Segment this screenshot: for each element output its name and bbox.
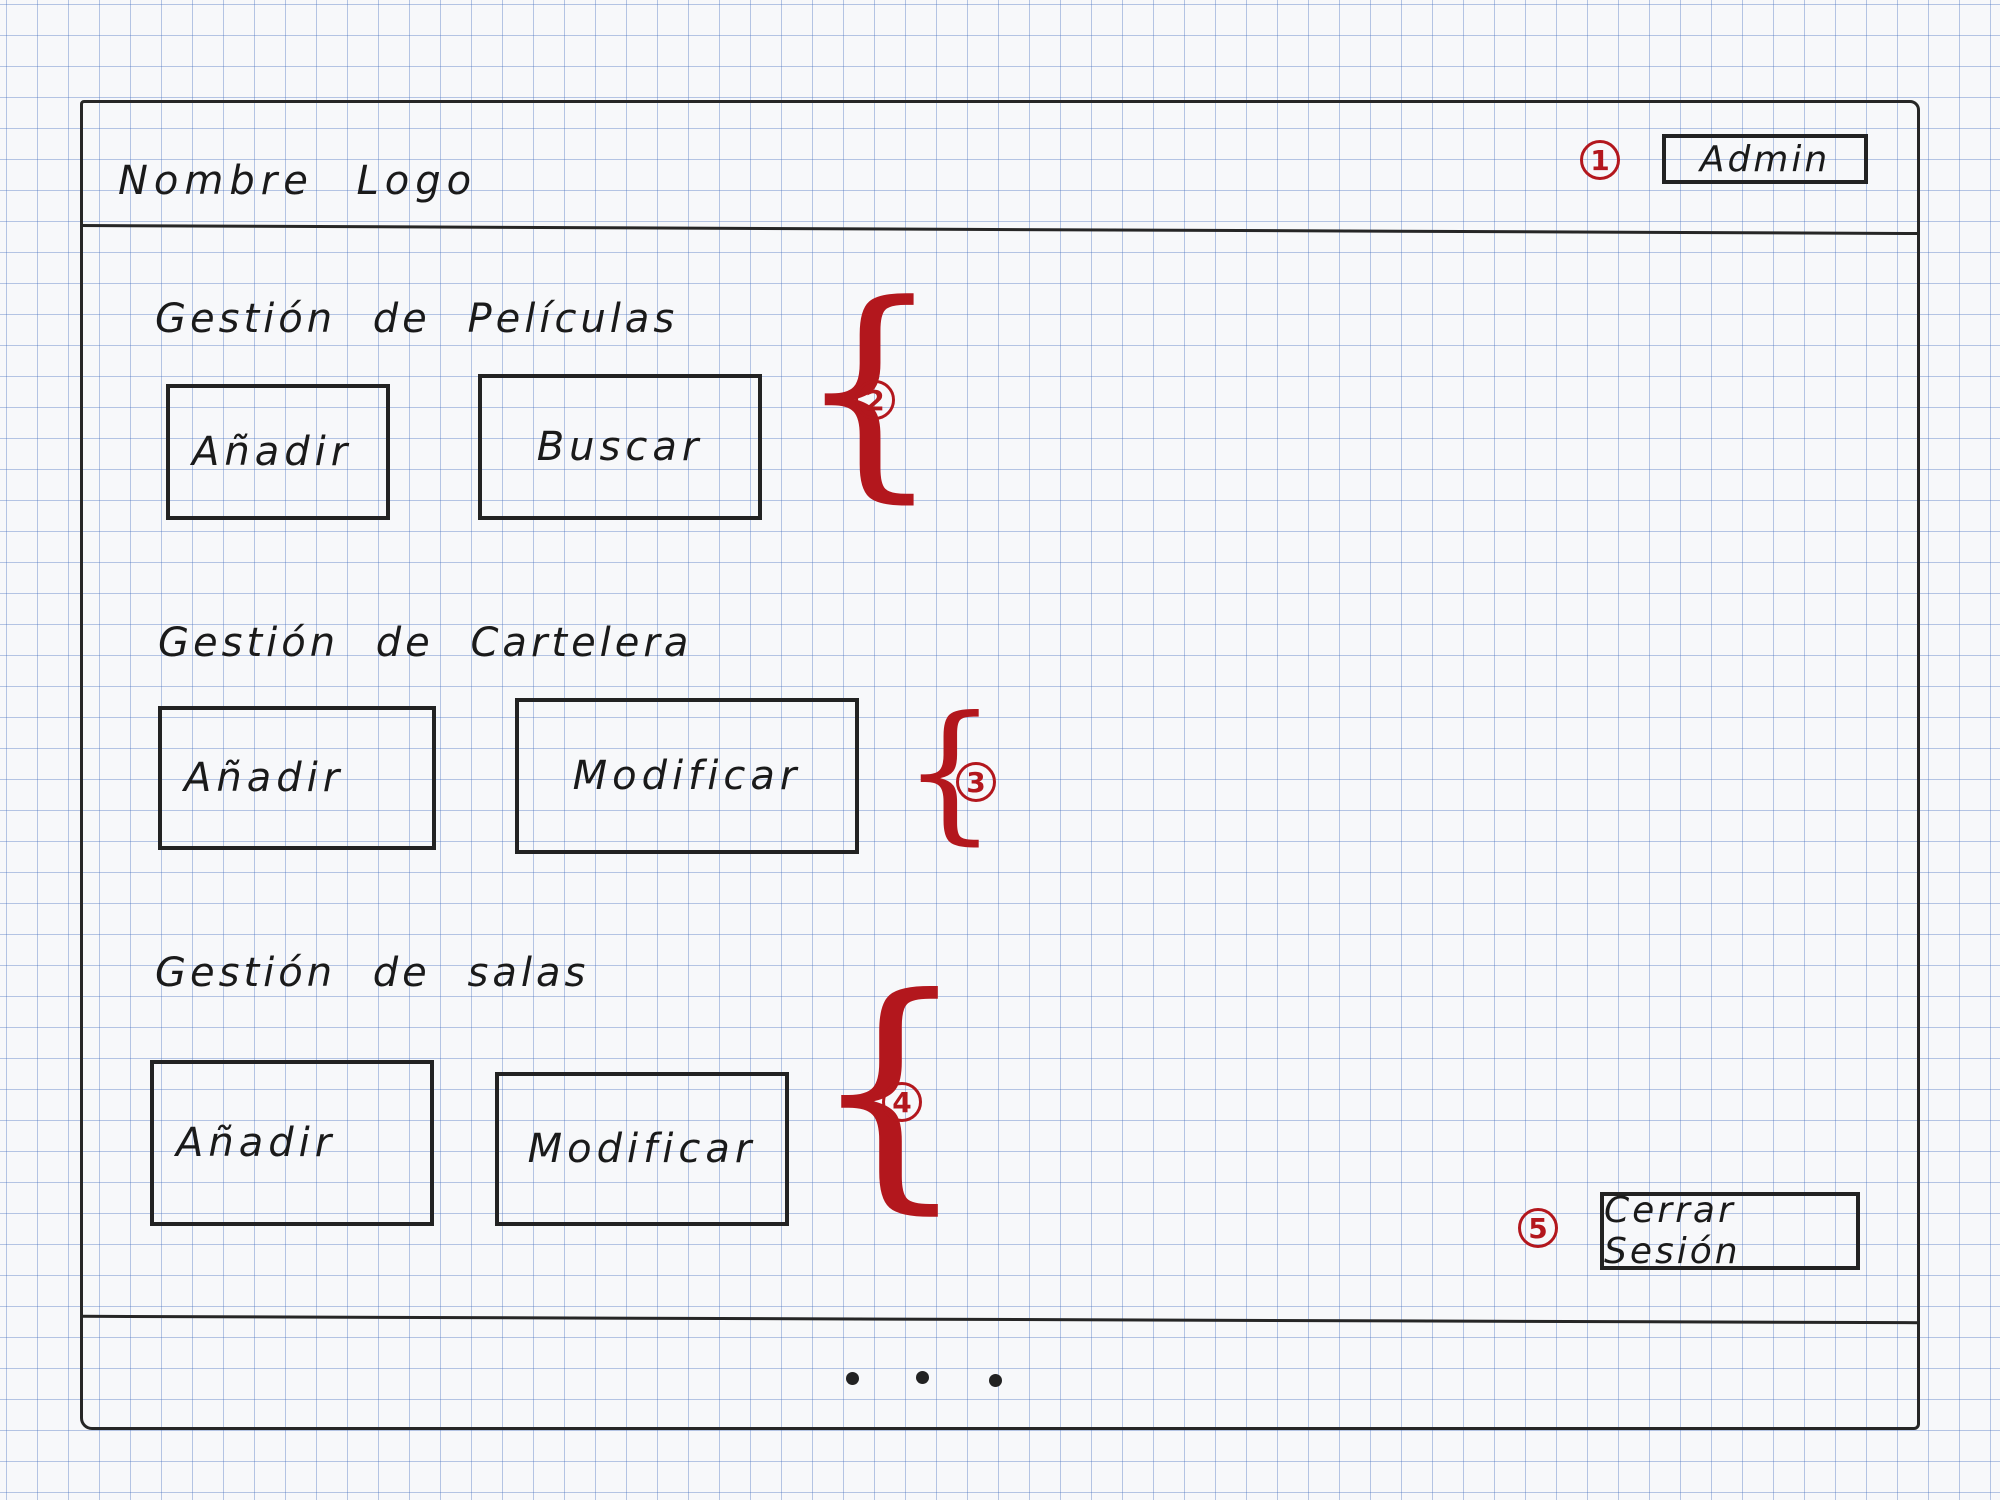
section-title-peliculas: Gestión de Películas: [155, 296, 679, 342]
peliculas-add-button[interactable]: Añadir: [166, 384, 390, 520]
pagination-dot[interactable]: [989, 1374, 1002, 1387]
annotation-marker-3: 3: [956, 762, 996, 802]
salas-add-button[interactable]: Añadir: [150, 1060, 434, 1226]
cartelera-modify-button[interactable]: Modificar: [515, 698, 859, 854]
cartelera-add-button[interactable]: Añadir: [158, 706, 436, 850]
brand-name-logo: Nombre Logo: [118, 158, 478, 204]
logout-button[interactable]: Cerrar Sesión: [1600, 1190, 1860, 1272]
pagination-dot[interactable]: [846, 1372, 859, 1385]
annotation-marker-4: 4: [882, 1082, 922, 1122]
annotation-marker-2: 2: [855, 380, 895, 420]
admin-button[interactable]: Admin: [1662, 134, 1868, 184]
pagination-dot[interactable]: [916, 1371, 929, 1384]
annotation-marker-1: 1: [1580, 140, 1620, 180]
peliculas-search-button[interactable]: Buscar: [478, 374, 762, 520]
section-title-cartelera: Gestión de Cartelera: [158, 620, 693, 666]
section-title-salas: Gestión de salas: [155, 950, 590, 996]
app-window-frame: [80, 100, 1920, 1430]
salas-modify-button[interactable]: Modificar: [495, 1072, 789, 1226]
annotation-marker-5: 5: [1518, 1208, 1558, 1248]
